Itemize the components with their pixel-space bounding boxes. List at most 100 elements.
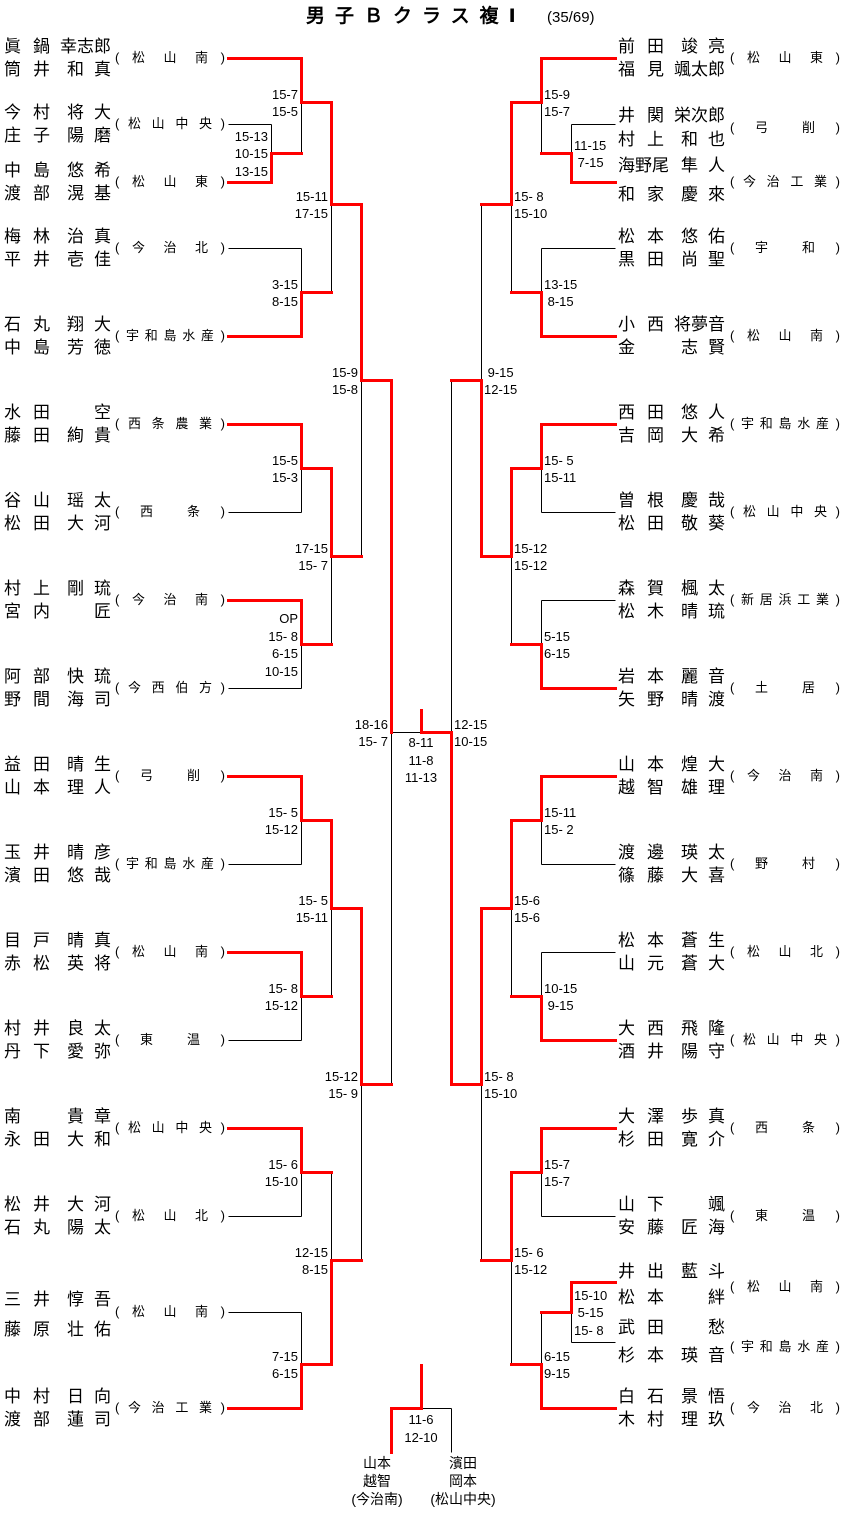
given-name: 竣亮 <box>681 37 725 56</box>
game-score: 15-10 <box>574 1287 608 1303</box>
surname: 阿部 <box>4 667 50 686</box>
given-name: 隼人 <box>681 156 725 175</box>
game-score: 15-7 <box>544 1156 571 1172</box>
player-name: 山本 <box>363 1455 391 1471</box>
game-score: 9-15 <box>544 1366 571 1381</box>
surname: 井関 <box>618 106 664 125</box>
game-score: 18-16 <box>354 716 388 732</box>
given-name: 景悟 <box>681 1387 725 1406</box>
game-score: 15-12 <box>514 1262 548 1277</box>
player-name: 山本理人 <box>4 777 111 799</box>
surname: 谷山 <box>4 491 50 510</box>
surname: 曽根 <box>618 491 664 510</box>
surname: 和家 <box>618 185 664 204</box>
given-name: 愛弥 <box>67 1042 111 1061</box>
surname: 野間 <box>4 690 50 709</box>
school-label: 今治南 <box>332 1490 422 1508</box>
given-name: 絢貴 <box>67 426 111 445</box>
game-score: 15-6 <box>514 910 541 925</box>
surname: 渡部 <box>4 1410 50 1429</box>
game-score: 6-15 <box>271 646 298 661</box>
school-label: 松山中央 <box>115 1119 225 1137</box>
given-name: 飛隆 <box>681 1019 725 1038</box>
game-score: 15-11 <box>295 188 328 204</box>
surname: 山本 <box>618 755 664 774</box>
game-score: OP <box>279 611 298 626</box>
given-name: 瑛太 <box>681 843 725 862</box>
school-name: 今治工業 <box>743 174 827 189</box>
given-name: 絆 <box>708 1288 725 1307</box>
game-score: 11-8 <box>408 752 434 768</box>
game-score: 15-11 <box>544 470 577 485</box>
player-name: 庄子陽磨 <box>4 125 111 147</box>
player-name: 酒井陽守 <box>618 1041 725 1063</box>
school-name: 松山中央 <box>128 116 212 131</box>
player-name: 益田晴生 <box>4 754 111 776</box>
given-name: 寛介 <box>681 1130 725 1149</box>
given-name: 貴章 <box>67 1107 111 1126</box>
given-name: 和也 <box>681 130 725 149</box>
school-label: 松山中央 <box>730 1031 840 1049</box>
player-name: 松本絆 <box>618 1287 725 1309</box>
surname: 藤田 <box>4 426 50 445</box>
given-name: 志賢 <box>681 338 725 357</box>
game-score: 8-15 <box>544 294 574 309</box>
school-label: 新居浜工業 <box>730 591 840 609</box>
given-name: 空 <box>94 403 111 422</box>
player-name: 岡本 <box>449 1473 477 1489</box>
game-score: 15-9 <box>544 86 571 102</box>
surname: 山本 <box>4 778 50 797</box>
surname: 石丸 <box>4 1218 50 1237</box>
school-label: 今治北 <box>730 1399 840 1417</box>
surname: 大澤 <box>618 1107 664 1126</box>
game-score: 8-15 <box>271 294 298 309</box>
school-name: 弓削 <box>140 768 200 783</box>
player-name: 松田敬葵 <box>618 513 725 535</box>
school-label: 今治南 <box>115 591 225 609</box>
surname: 岩本 <box>618 667 664 686</box>
game-score: 17-15 <box>294 540 328 556</box>
surname: 眞鍋 <box>4 37 50 56</box>
surname: 中島 <box>4 161 50 180</box>
given-name: 慶哉 <box>681 491 725 510</box>
entry-count: (35/69) <box>547 9 595 26</box>
surname: 水田 <box>4 403 50 422</box>
given-name: 芳徳 <box>67 338 111 357</box>
given-name: 壱佳 <box>67 250 111 269</box>
player-name: 井出藍斗 <box>618 1261 725 1283</box>
surname: 平井 <box>4 250 50 269</box>
given-name: 瑛音 <box>681 1346 725 1365</box>
playoff-right-team: 濱田 岡本 松山中央 <box>418 1454 508 1508</box>
surname: 越智 <box>618 778 664 797</box>
match-score: 11-15 7-15 <box>574 137 606 172</box>
surname: 宮内 <box>4 602 50 621</box>
game-score: 13-15 <box>234 163 268 179</box>
player-name: 小西将夢音 <box>618 314 725 336</box>
player-name: 大西飛隆 <box>618 1018 725 1040</box>
game-score: 15- 5 <box>268 804 298 820</box>
player-name: 谷山瑶太 <box>4 490 111 512</box>
surname: 杉本 <box>618 1346 664 1365</box>
surname: 前田 <box>618 37 664 56</box>
game-score: 15-5 <box>271 104 298 119</box>
given-name: 匠 <box>94 602 111 621</box>
game-score: 15-7 <box>544 104 571 119</box>
given-name: 雄理 <box>681 778 725 797</box>
player-name: 中島悠希 <box>4 160 111 182</box>
game-score: 15-3 <box>271 470 298 485</box>
given-name: 蒼生 <box>681 931 725 950</box>
surname: 村井 <box>4 1019 50 1038</box>
player-name: 海野尾隼人 <box>618 155 725 177</box>
given-name: 陽磨 <box>67 126 111 145</box>
player-name: 安藤匠海 <box>618 1217 725 1239</box>
given-name: 愁 <box>708 1318 725 1337</box>
school-name: 松山東 <box>132 174 208 189</box>
